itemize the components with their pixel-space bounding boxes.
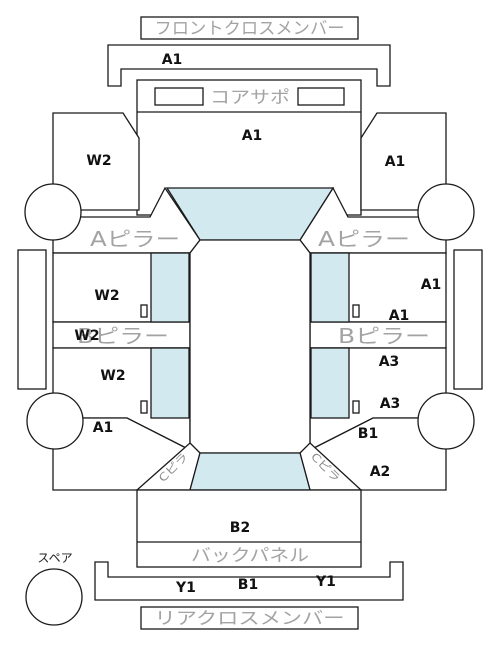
rear-cross-member-label: リアクロスメンバー: [155, 609, 345, 629]
spare-tire: [25, 568, 83, 626]
front-right-tire: [417, 183, 475, 241]
rear-member-left-code: Y1: [175, 580, 196, 596]
right-front-door-code: A1: [421, 277, 442, 293]
trunk: [136, 489, 362, 568]
rear-cross-member-box: [140, 606, 359, 630]
left-front-fender-code: W2: [86, 153, 111, 169]
right-front-fender: [360, 112, 447, 211]
left-front-handle: [140, 304, 148, 318]
front-cross-member-box: [140, 16, 359, 40]
right-rear-quarter-upper-code: B1: [358, 426, 378, 442]
front-cross-member-label: フロントクロスメンバー: [155, 19, 345, 39]
left-rear-window: [150, 347, 190, 419]
left-side-strip: [17, 249, 47, 390]
right-front-fender-code: A1: [385, 154, 406, 170]
right-headlight: [297, 87, 345, 106]
rear-window: [189, 452, 311, 491]
roof: [189, 239, 311, 454]
front-member: [107, 44, 391, 87]
trunk-code: B2: [230, 520, 250, 536]
back-panel-label: バックパネル: [191, 546, 309, 566]
rear-left-tire: [26, 392, 84, 450]
left-headlight: [154, 87, 204, 106]
right-b-pillar-code: A3: [379, 354, 400, 370]
front-left-tire: [24, 183, 82, 241]
right-front-handle: [352, 304, 360, 318]
right-side-strip: [453, 249, 483, 390]
rear-right-tire: [417, 392, 475, 450]
right-a-pillar-label: Aピラー: [318, 227, 410, 251]
rear-member-right-code: Y1: [315, 574, 336, 590]
right-b-pillar-label: Bピラー: [338, 324, 430, 348]
left-rear-quarter-code: A1: [93, 420, 114, 436]
left-front-window: [150, 252, 190, 323]
left-front-door-code: W2: [94, 288, 119, 304]
right-rear-door-code: A3: [380, 396, 401, 412]
right-rear-quarter-code: A2: [370, 464, 391, 480]
core-support-label: コアサポ: [210, 88, 290, 108]
rear-member-center-code: B1: [238, 577, 258, 593]
left-b-pillar-code: W2: [74, 328, 99, 344]
spare-label: スペア: [37, 551, 72, 565]
right-front-window: [310, 252, 350, 323]
right-front-door-lower-code: A1: [389, 308, 410, 324]
hood-code: A1: [242, 128, 263, 144]
left-a-pillar-label: Aピラー: [90, 227, 180, 251]
left-b-pillar-label: Bピラー: [77, 324, 169, 348]
left-rear-door-code: W2: [100, 368, 125, 384]
right-rear-handle: [352, 400, 360, 414]
front-member-code: A1: [162, 52, 183, 68]
right-rear-window: [310, 347, 350, 419]
rear-member: [94, 561, 404, 601]
left-rear-handle: [140, 400, 148, 414]
